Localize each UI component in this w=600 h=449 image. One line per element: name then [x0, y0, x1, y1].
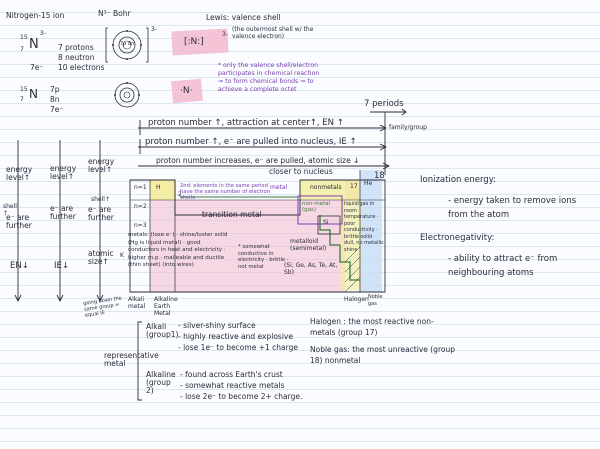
- alkaline-head: Alkaline (group 2): [146, 370, 176, 395]
- left1-en: EN↓: [10, 261, 29, 271]
- metal-label: metal: [270, 184, 288, 191]
- liquid-note: liquid/gas in room temperature · poor co…: [344, 201, 385, 253]
- trend-row-3: proton number increases, e⁻ are pulled, …: [156, 156, 360, 165]
- n7-p: 7p: [50, 85, 60, 94]
- n7-symbol: N: [29, 87, 38, 101]
- nonmetal-label: non-metal (gas): [302, 201, 331, 213]
- left2-energy: energy level↑: [50, 164, 77, 181]
- en-title: Electronegativity:: [420, 233, 495, 243]
- ie-title: Ionization energy:: [420, 175, 496, 185]
- left1-further: e⁻ are further: [6, 213, 32, 230]
- trend-row-1: proton number ↑, attraction at center↑, …: [148, 118, 344, 128]
- rep-bracket: [137, 321, 142, 401]
- bohr-diagram-ion: [105, 27, 149, 63]
- lewis-atom: ·N·: [180, 86, 193, 96]
- left1-shell: shell ↑: [3, 203, 17, 217]
- table-group17: 17: [350, 183, 358, 190]
- lewis-purple-note: * only the valence shell/electron partic…: [218, 62, 320, 93]
- left3-further: e⁻ are further: [88, 205, 114, 222]
- noble-def: Noble gas: the most unreactive (group 18…: [310, 345, 455, 365]
- bohr-label: N³⁻ Bohr: [98, 9, 131, 18]
- halogen-def: Halogen : the most reactive non-metals (…: [310, 317, 434, 337]
- n15-e: 7e⁻: [30, 63, 44, 72]
- n7-atomic: 7: [20, 96, 24, 103]
- periods-label: 7 periods: [364, 99, 404, 109]
- metalloid-label: metalloid (semimetal): [290, 238, 327, 252]
- left3-shell: shell↑: [91, 196, 110, 203]
- si-label: Si: [323, 219, 329, 226]
- table-group18: 18: [374, 171, 385, 181]
- left3-energy: energy level↑: [88, 157, 115, 174]
- alkali-label: Alkali metal: [128, 296, 146, 310]
- table-group2: 2: [178, 191, 182, 198]
- metalloid-list: (Si, Ge, As, Te, At, Sb): [284, 262, 338, 276]
- nonmetals-label: nonmetals: [310, 184, 342, 191]
- k-label: K: [120, 252, 124, 259]
- alkaline-2: - somewhat reactive metals: [180, 381, 285, 390]
- n15-charge: 3-: [40, 30, 46, 37]
- lewis-ion: [:N:]: [184, 37, 204, 47]
- table-n2: n=2: [134, 203, 147, 210]
- bohr-diagram-atom: [114, 82, 140, 108]
- alkali-2: - highly reactive and explosive: [178, 332, 293, 341]
- alkali-1: - silver-shiny surface: [178, 321, 256, 330]
- transition-label: transition metal: [202, 210, 262, 219]
- trend-arrows: [138, 108, 407, 175]
- en-def: - ability to attract e⁻ from neighbourin…: [448, 254, 558, 278]
- n15-protons: 7 protons: [58, 43, 94, 52]
- alkaline-label: Alkaline Earth Metal: [154, 296, 178, 317]
- left2-ie: IE↓: [54, 261, 69, 271]
- left-arrows: [14, 140, 104, 303]
- bohr-charge: 3-: [151, 26, 157, 33]
- bohr-nucleus: 7p 8n: [120, 41, 135, 47]
- families-label: family/group: [389, 124, 427, 131]
- n15-neutrons: 8 neutron: [58, 53, 95, 62]
- left2-further: e⁻ are further: [50, 204, 76, 221]
- noble-label: Noble gas: [368, 294, 383, 307]
- lewis-note: (the outermost shell w/ the valence elec…: [232, 26, 314, 40]
- table-he: He: [364, 180, 373, 187]
- n15-symbol: N: [29, 37, 39, 52]
- halogen-label: Halogen: [344, 296, 369, 303]
- lewis-ion-charge: 3-: [222, 31, 228, 38]
- n7-n: 8n: [50, 95, 60, 104]
- same-period-note: 2nd: elements in the same period have th…: [180, 183, 271, 201]
- table-n1: n=1: [134, 184, 147, 191]
- trend-row-3b: closer to nucleus: [269, 167, 333, 176]
- lewis-highlight-ion: [171, 28, 229, 56]
- trend-row-2: proton number ↑, e⁻ are pulled into nucl…: [145, 137, 357, 147]
- table-h: H: [156, 184, 161, 191]
- n7-e: 7e⁻: [50, 105, 64, 114]
- alkaline-1: - found across Earth's crust: [180, 370, 283, 379]
- ie-def: - energy taken to remove ions from the a…: [448, 196, 577, 220]
- rep-title: representative metal: [104, 351, 159, 368]
- alkaline-3: - lose 2e⁻ to become 2+ charge.: [180, 392, 303, 401]
- alkali-head: Alkali (group1): [146, 322, 179, 339]
- periodic-table-sketch: [129, 170, 386, 293]
- table-n3: n=3: [134, 222, 147, 229]
- metals-props: metals: (lose e⁻) · shine/luster solid (…: [128, 232, 228, 268]
- lewis-highlight-atom: [171, 78, 203, 104]
- atom-title: Nitrogen-15 ion: [6, 11, 65, 20]
- n15-mass: 15: [20, 34, 28, 41]
- n15-electrons: 10 electrons: [58, 63, 105, 72]
- alkali-3: - lose 1e⁻ to become +1 charge: [178, 343, 298, 352]
- left3-size: atomic size↑: [88, 249, 114, 266]
- n15-atomic: 7: [20, 46, 24, 53]
- n7-mass: 15: [20, 86, 28, 93]
- left1-energy: energy level↑: [6, 165, 33, 182]
- metalloid-props: * somewhat conductive in electricity · b…: [238, 244, 289, 270]
- lewis-title: Lewis: valence shell: [206, 13, 281, 22]
